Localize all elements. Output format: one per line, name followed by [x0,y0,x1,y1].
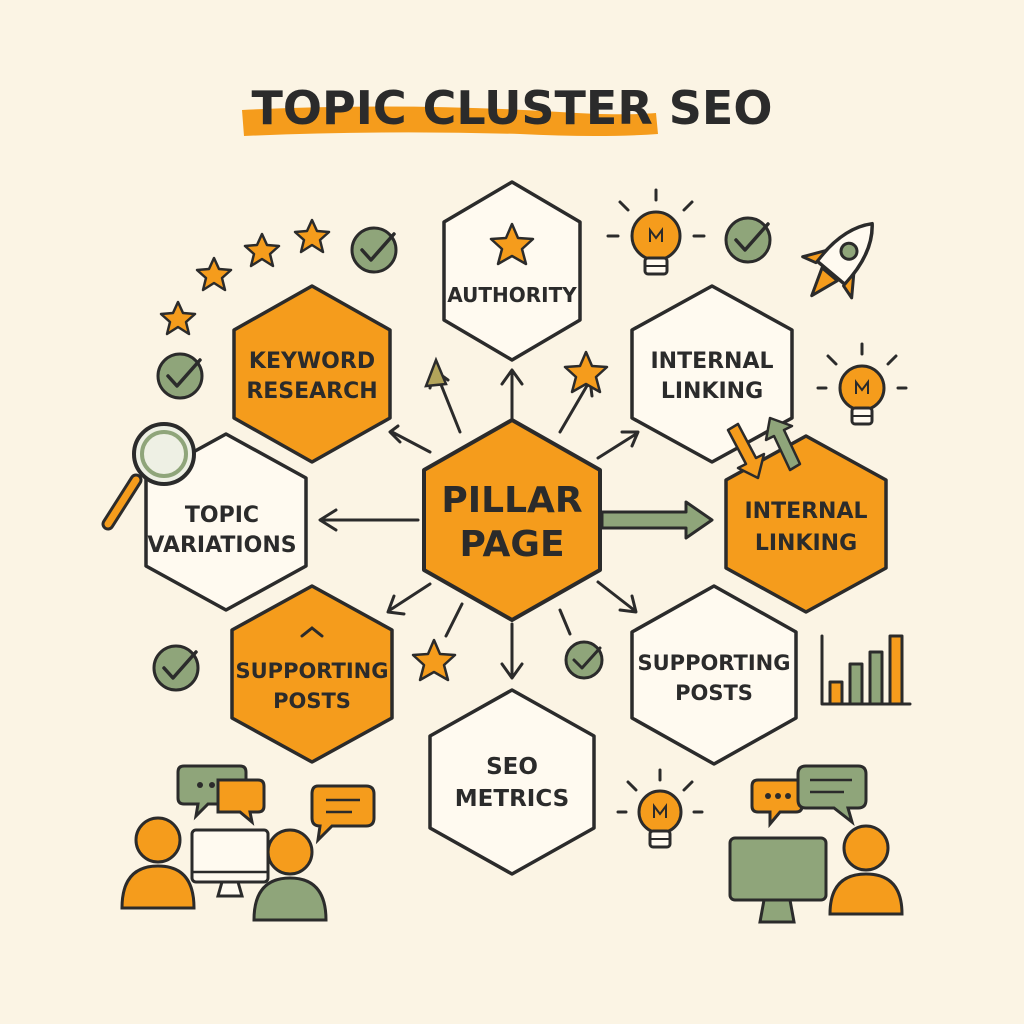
hex-topic-variations: TOPIC VARIATIONS [144,432,308,612]
bar-chart-icon [820,634,912,706]
star-icon [195,256,233,292]
svg-text:SUPPORTING: SUPPORTING [236,659,389,683]
svg-text:SEO: SEO [486,754,538,780]
svg-text:INTERNAL: INTERNAL [650,349,773,374]
person-icon [120,816,196,910]
lightbulb-icon [616,768,704,849]
svg-text:RESEARCH: RESEARCH [246,379,377,404]
svg-text:TOPIC: TOPIC [185,503,259,528]
chevron-up-icon [300,626,324,638]
title-text: TOPIC CLUSTER SEO [252,81,773,135]
lightbulb-icon [606,188,706,276]
arrow-down [500,622,524,680]
title: TOPIC CLUSTER SEO [242,81,772,136]
arrow-left [318,508,420,532]
rocket-icon [801,221,874,300]
person-icon [828,824,904,916]
arrow-olive-tip [424,356,448,388]
arrow-up-left-far [388,424,432,454]
check-icon [564,640,604,680]
arrow-down-right [558,608,572,636]
hex-supporting-posts-right: SUPPORTING POSTS [630,584,798,766]
svg-text:METRICS: METRICS [455,786,569,812]
hex-supporting-posts-left: SUPPORTING POSTS [230,584,394,764]
computer-icon [728,836,828,924]
hex-authority: AUTHORITY [442,180,582,362]
arrow-up-right-far [596,430,640,460]
hex-seo-metrics: SEO METRICS [428,688,596,876]
svg-text:PILLAR: PILLAR [441,480,582,521]
hex-internal-linking-right: INTERNAL LINKING [724,434,888,614]
star-icon [489,222,535,266]
hex-keyword-research: KEYWORD RESEARCH [232,284,392,464]
check-icon [156,352,204,400]
star-icon [159,300,197,336]
arrow-down-left-2 [444,602,464,638]
check-icon [724,216,772,264]
arrow-up [500,368,524,422]
svg-text:POSTS: POSTS [273,689,351,713]
svg-text:POSTS: POSTS [675,681,753,705]
hex-pillar-page: PILLAR PAGE [422,418,602,622]
title-highlight [242,106,658,136]
svg-text:AUTHORITY: AUTHORITY [447,283,577,307]
svg-text:VARIATIONS: VARIATIONS [147,533,296,558]
lightbulb-icon [816,342,908,426]
arrow-right-green [600,500,714,540]
star-icon [563,350,609,394]
link-arrows [726,416,802,480]
star-icon [293,218,331,254]
svg-text:INTERNAL: INTERNAL [744,499,867,524]
chat-bubble-icon [176,764,266,826]
stars-arc [159,218,609,682]
svg-text:PAGE: PAGE [459,524,564,565]
check-icon [350,226,398,274]
computer-icon [190,828,270,898]
chat-bubble-icon [796,764,868,827]
arrow-down-right-far [596,580,638,614]
arrow-down-left [386,582,432,616]
chat-bubble-icon [310,784,376,845]
svg-text:KEYWORD: KEYWORD [249,349,375,374]
check-icons [152,216,772,692]
person-icon [252,828,328,922]
svg-text:LINKING: LINKING [755,531,857,556]
star-icon [411,638,457,682]
chat-bubble-icon [750,778,804,829]
star-icon [243,232,281,268]
check-icon [152,644,200,692]
magnifier-icon [101,422,196,531]
svg-text:SUPPORTING: SUPPORTING [638,651,791,675]
hex-internal-linking-top: INTERNAL LINKING [630,284,794,464]
svg-text:LINKING: LINKING [661,379,763,404]
